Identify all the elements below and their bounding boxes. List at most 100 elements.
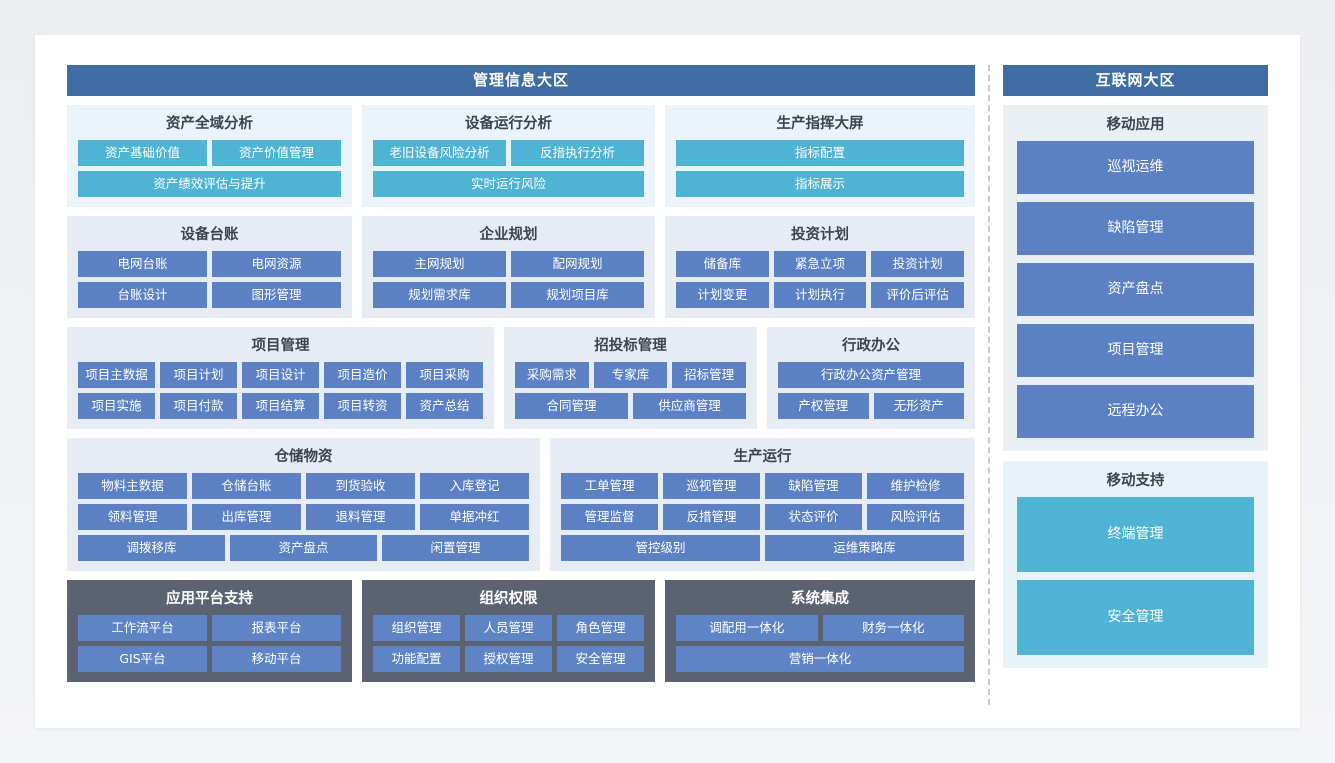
module-tile[interactable]: 反措管理 [663, 504, 760, 530]
module-tile[interactable]: 储备库 [676, 251, 769, 277]
module-tile[interactable]: 入库登记 [420, 473, 529, 499]
module-tile[interactable]: 计划执行 [773, 282, 867, 308]
module-tile[interactable]: 指标配置 [676, 140, 964, 166]
module-tile[interactable]: 安全管理 [557, 646, 644, 672]
module-tile[interactable]: 电网资源 [212, 251, 341, 277]
module-tile[interactable]: 调配用一体化 [676, 615, 818, 641]
module-tile[interactable]: 物料主数据 [78, 473, 187, 499]
zone-divider [975, 65, 1003, 705]
group-title-production-command-screen: 生产指挥大屏 [776, 116, 864, 132]
module-tile[interactable]: 出库管理 [192, 504, 301, 530]
module-tile[interactable]: 图形管理 [212, 282, 341, 308]
module-tile[interactable]: 指标展示 [676, 171, 964, 197]
module-tile[interactable]: 工单管理 [561, 473, 658, 499]
module-tile[interactable]: 项目采购 [406, 362, 483, 388]
module-tile[interactable]: 项目管理 [1017, 324, 1254, 377]
module-tile[interactable]: 单据冲红 [420, 504, 529, 530]
module-tile[interactable]: 项目计划 [160, 362, 237, 388]
module-tile[interactable]: 功能配置 [373, 646, 460, 672]
module-tile[interactable]: 工作流平台 [78, 615, 207, 641]
module-tile[interactable]: 主网规划 [373, 251, 506, 277]
module-tile[interactable]: 领料管理 [78, 504, 187, 530]
tile-row: 工单管理巡视管理缺陷管理维护检修 [561, 473, 964, 499]
module-tile[interactable]: 到货验收 [306, 473, 415, 499]
module-tile[interactable]: 管理监督 [561, 504, 658, 530]
tile-row: 产权管理无形资产 [778, 393, 964, 419]
module-tile[interactable]: 项目实施 [78, 393, 155, 419]
module-tile[interactable]: 管控级别 [561, 535, 760, 561]
module-tile[interactable]: 角色管理 [557, 615, 644, 641]
tile-row: 行政办公资产管理 [778, 362, 964, 388]
module-tile[interactable]: 紧急立项 [773, 251, 867, 277]
architecture-diagram: 管理信息大区 资产全域分析资产基础价值资产价值管理资产绩效评估与提升设备运行分析… [67, 65, 1268, 705]
module-tile[interactable]: 运维策略库 [765, 535, 964, 561]
module-tile[interactable]: 缺陷管理 [1017, 202, 1254, 255]
module-tile[interactable]: 投资计划 [871, 251, 965, 277]
module-tile[interactable]: 安全管理 [1017, 580, 1254, 655]
module-tile[interactable]: 资产价值管理 [212, 140, 341, 166]
module-tile[interactable]: 状态评价 [765, 504, 862, 530]
module-tile[interactable]: 配网规划 [511, 251, 644, 277]
module-tile[interactable]: 缺陷管理 [765, 473, 862, 499]
group-title-production-operation: 生产运行 [733, 449, 792, 465]
module-tile[interactable]: 项目设计 [242, 362, 319, 388]
module-tile[interactable]: 采购需求 [515, 362, 589, 388]
module-tile[interactable]: 资产盘点 [1017, 263, 1254, 316]
module-tile[interactable]: 合同管理 [515, 393, 628, 419]
module-tile[interactable]: 台账设计 [78, 282, 207, 308]
group-production-command-screen: 生产指挥大屏指标配置指标展示 [665, 105, 975, 207]
module-tile[interactable]: 计划变更 [676, 282, 769, 308]
group-title-equipment-ledger: 设备台账 [180, 227, 239, 243]
module-tile[interactable]: 仓储台账 [192, 473, 301, 499]
zone-title-management-information: 管理信息大区 [67, 65, 975, 96]
module-tile[interactable]: 老旧设备风险分析 [373, 140, 506, 166]
tile-row: 资产绩效评估与提升 [78, 171, 341, 197]
module-tile[interactable]: 远程办公 [1017, 385, 1254, 438]
module-tile[interactable]: 规划项目库 [511, 282, 644, 308]
module-tile[interactable]: 项目造价 [324, 362, 401, 388]
module-tile[interactable]: 调拨移库 [78, 535, 225, 561]
tile-row: 合同管理供应商管理 [515, 393, 746, 419]
module-tile[interactable]: GIS平台 [78, 646, 207, 672]
module-tile[interactable]: 组织管理 [373, 615, 460, 641]
group-title-administrative-office: 行政办公 [842, 338, 900, 354]
module-tile[interactable]: 移动平台 [212, 646, 341, 672]
module-tile[interactable]: 资产绩效评估与提升 [78, 171, 341, 197]
module-tile[interactable]: 项目付款 [160, 393, 237, 419]
group-title-mobile-application: 移动应用 [1106, 117, 1165, 133]
module-tile[interactable]: 实时运行风险 [373, 171, 644, 197]
module-tile[interactable]: 无形资产 [873, 393, 964, 419]
module-tile[interactable]: 规划需求库 [373, 282, 506, 308]
module-tile[interactable]: 评价后评估 [871, 282, 965, 308]
module-tile[interactable]: 报表平台 [212, 615, 341, 641]
module-tile[interactable]: 财务一体化 [822, 615, 964, 641]
module-tile[interactable]: 人员管理 [465, 615, 552, 641]
module-tile[interactable]: 电网台账 [78, 251, 207, 277]
group-title-mobile-support: 移动支持 [1106, 473, 1165, 489]
module-tile[interactable]: 产权管理 [778, 393, 869, 419]
module-tile[interactable]: 营销一体化 [676, 646, 964, 672]
module-tile[interactable]: 反措执行分析 [511, 140, 644, 166]
module-tile[interactable]: 终端管理 [1017, 497, 1254, 572]
module-tile[interactable]: 项目转资 [324, 393, 401, 419]
module-tile[interactable]: 维护检修 [867, 473, 964, 499]
module-tile[interactable]: 行政办公资产管理 [778, 362, 964, 388]
module-tile[interactable]: 闲置管理 [382, 535, 529, 561]
module-tile[interactable]: 专家库 [593, 362, 668, 388]
module-tile[interactable]: 风险评估 [867, 504, 964, 530]
zone-management-information: 管理信息大区 资产全域分析资产基础价值资产价值管理资产绩效评估与提升设备运行分析… [67, 65, 975, 705]
module-tile[interactable]: 巡视运维 [1017, 141, 1254, 194]
module-tile[interactable]: 巡视管理 [663, 473, 760, 499]
diagram-row: 仓储物资物料主数据仓储台账到货验收入库登记领料管理出库管理退料管理单据冲红调拨移… [67, 438, 975, 571]
module-tile[interactable]: 资产总结 [406, 393, 483, 419]
module-tile[interactable]: 授权管理 [465, 646, 552, 672]
module-tile[interactable]: 退料管理 [306, 504, 415, 530]
module-tile[interactable]: 招标管理 [672, 362, 747, 388]
module-tile[interactable]: 项目结算 [242, 393, 319, 419]
module-tile[interactable]: 资产基础价值 [78, 140, 207, 166]
module-tile[interactable]: 供应商管理 [633, 393, 746, 419]
module-tile[interactable]: 资产盘点 [230, 535, 377, 561]
module-tile[interactable]: 项目主数据 [78, 362, 155, 388]
